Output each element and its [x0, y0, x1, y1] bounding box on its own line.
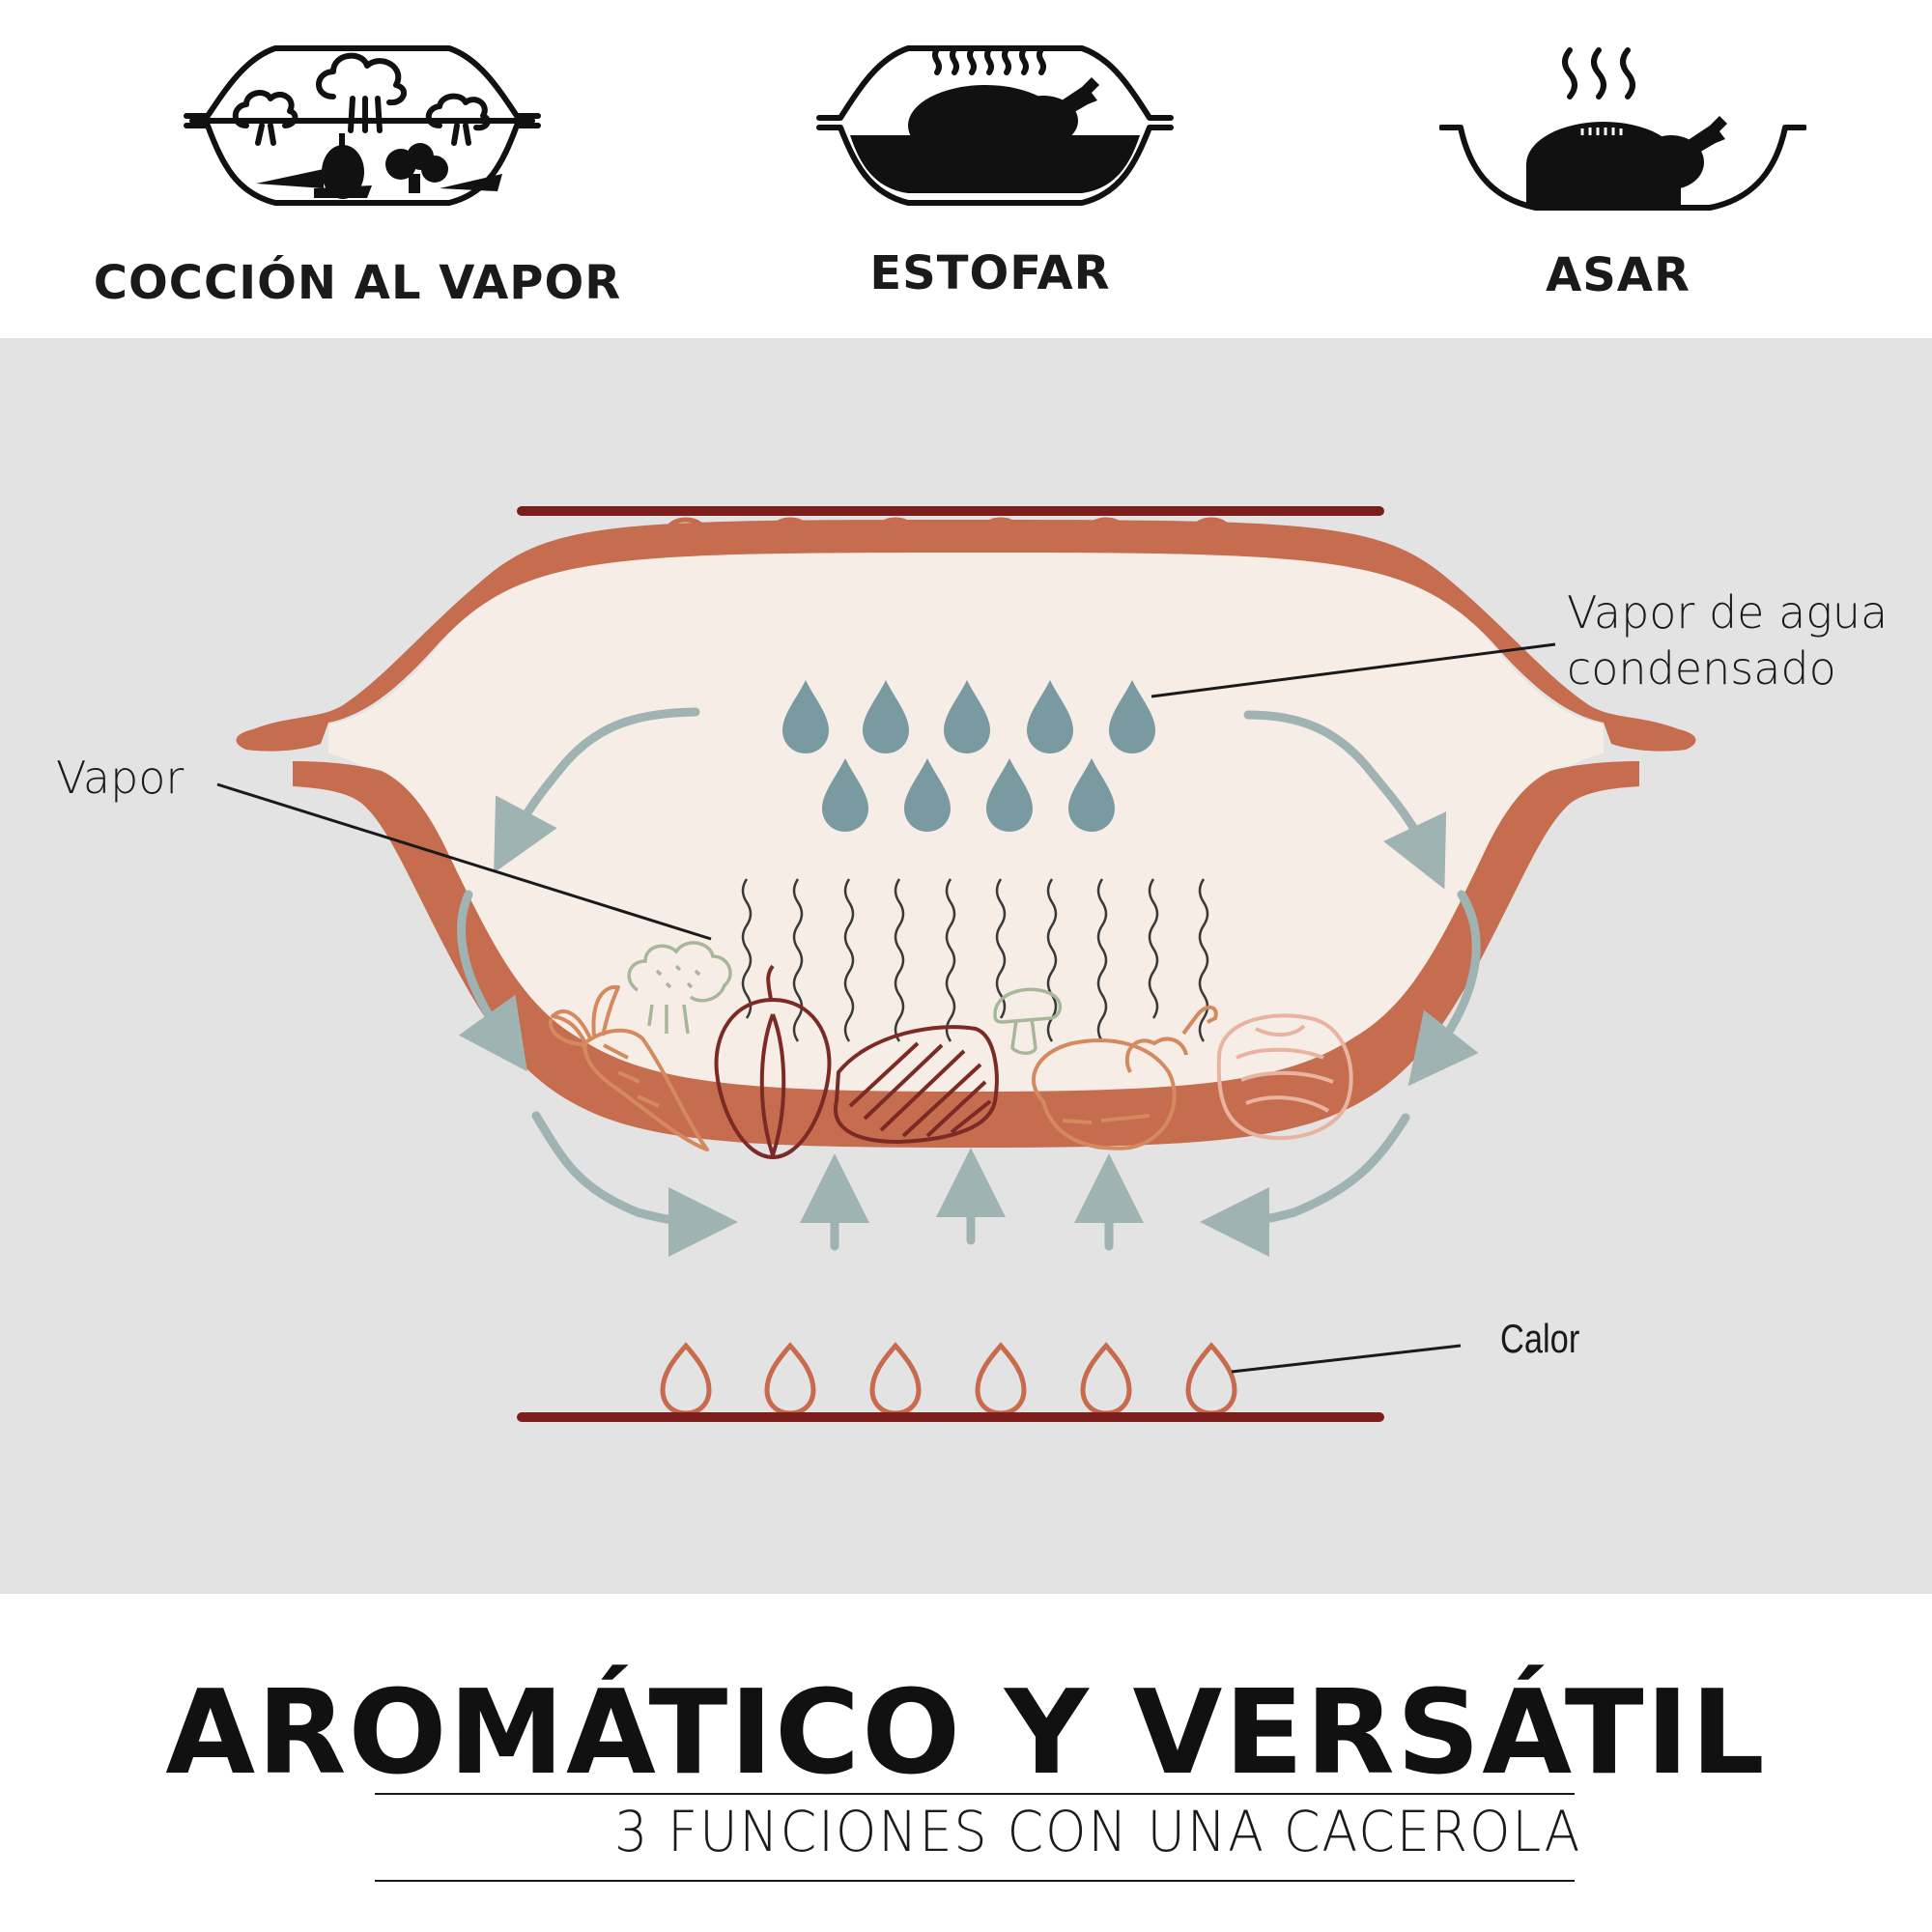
headline: AROMÁTICO Y VERSÁTIL	[165, 1666, 1767, 1801]
chicken-icon	[1032, 1005, 1218, 1151]
subheadline: 3 FUNCIONES CON UNA CACEROLA	[614, 1799, 1582, 1864]
steam-cooking-diagram: Vapor de agua condensado Vapor Calor	[0, 338, 1932, 1594]
mode-label-stew: ESTOFAR	[869, 246, 1111, 300]
steaming-pot-vegetables-icon	[184, 45, 541, 206]
callout-line-condensed	[1151, 642, 1556, 698]
divider-bottom	[375, 1880, 1575, 1882]
footer: AROMÁTICO Y VERSÁTIL 3 FUNCIONES CON UNA…	[0, 1594, 1932, 1932]
pot-cross-section	[216, 506, 1696, 1422]
steak-icon	[834, 1025, 999, 1145]
callout-line-vapor	[216, 782, 712, 941]
callout-lines	[216, 642, 1556, 1374]
bell-pepper-icon	[714, 964, 832, 1160]
cooking-modes: COCCIÓN AL VAPOR ESTOFAR	[0, 0, 1932, 338]
vapor-wisps	[741, 878, 1209, 1042]
salmon-icon	[1216, 1013, 1353, 1141]
callout-line-heat	[1231, 1344, 1462, 1374]
circulation-arrows	[457, 707, 1481, 1257]
pot-interior	[328, 529, 1604, 1111]
mode-label-roast: ASAR	[1546, 248, 1690, 302]
stewing-pot-chicken-icon	[816, 45, 1174, 206]
label-heat: Calor	[1500, 1316, 1580, 1361]
carrot-icon	[548, 984, 709, 1151]
flames-bottom	[663, 1346, 1235, 1413]
broccoli-icon	[627, 941, 732, 1035]
mushroom-icon	[993, 987, 1063, 1055]
label-condensed-steam: Vapor de agua condensado	[1567, 584, 1888, 696]
roasting-pan-chicken-icon	[1439, 47, 1806, 211]
mode-roast: ASAR	[1348, 29, 1889, 338]
label-condensed-line: Vapor de agua condensado	[1567, 586, 1889, 695]
mode-stew: ESTOFAR	[720, 29, 1261, 338]
mode-steam: COCCIÓN AL VAPOR	[87, 29, 628, 338]
divider-top	[375, 1793, 1575, 1795]
label-vapor: Vapor	[56, 752, 185, 804]
mode-label-steam: COCCIÓN AL VAPOR	[93, 256, 622, 310]
